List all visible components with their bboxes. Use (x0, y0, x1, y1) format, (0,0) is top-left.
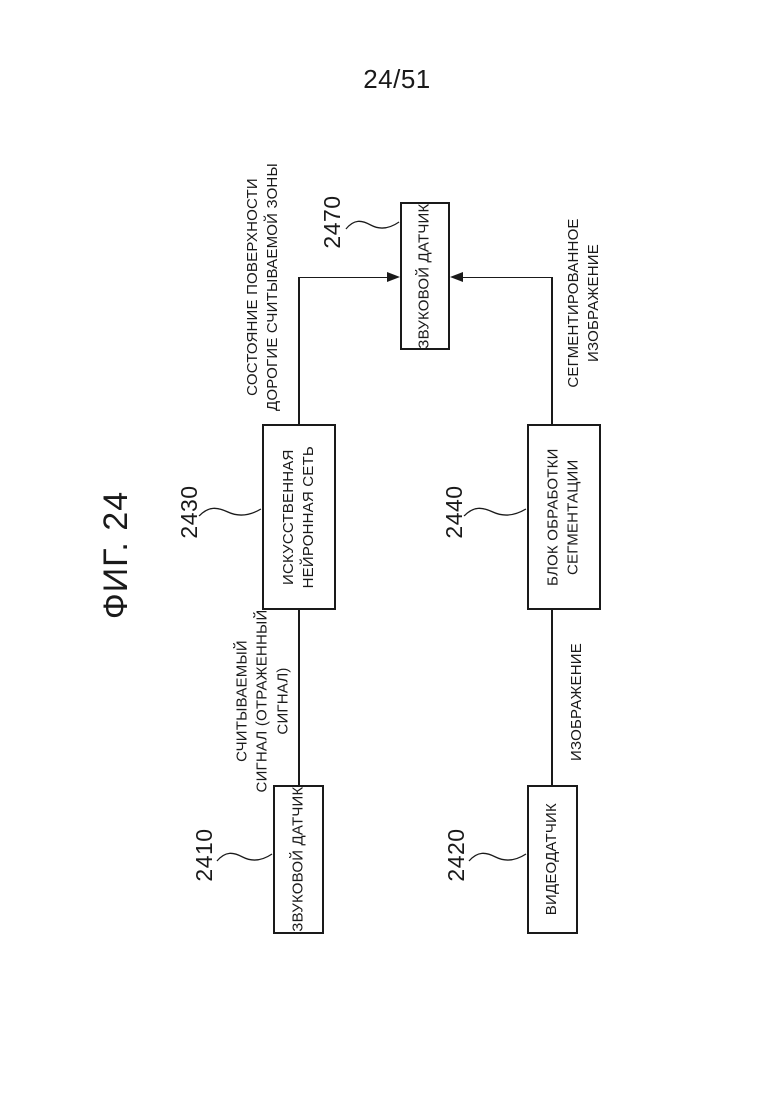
block-video-sensor-2420-label: ВИДЕОДАТЧИК (543, 803, 561, 916)
edge-label-read-signal: СЧИТЫВАЕМЫЙ СИГНАЛ (ОТРАЖЕННЫЙ СИГНАЛ) (233, 609, 292, 793)
block-segmentation-unit-2440: БЛОК ОБРАБОТКИ СЕГМЕНТАЦИИ (527, 424, 601, 610)
edge-label-segmented-image: СЕГМЕНТИРОВАННОЕ ИЗОБРАЖЕНИЕ (564, 218, 602, 388)
block-sound-sensor-2470: ЗВУКОВОЙ ДАТЧИК (400, 202, 450, 350)
leader-line-2420 (468, 852, 527, 862)
connector-2430-to-2470-vertical (298, 277, 300, 425)
edge-label-road-surface-state: СОСТОЯНИЕ ПОВЕРХНОСТИ ДОРОГИЕ СЧИТЫВАЕМО… (243, 163, 281, 411)
page-number: 24/51 (363, 64, 431, 94)
leader-line-2440 (463, 507, 527, 517)
figure-title: ФИГ. 24 (96, 490, 135, 620)
connector-2410-to-2430 (298, 609, 300, 786)
block-neural-network-2430-label: ИСКУССТВЕННАЯ НЕЙРОННАЯ СЕТЬ (279, 445, 317, 589)
arrowhead-into-2470-right-icon (450, 271, 463, 282)
block-sound-sensor-2470-label: ЗВУКОВОЙ ДАТЧИК (415, 203, 433, 349)
block-sound-sensor-2410: ЗВУКОВОЙ ДАТЧИК (273, 785, 324, 934)
ref-number-2470: 2470 (319, 195, 346, 249)
leader-line-2410 (216, 852, 273, 862)
connector-2430-to-2470-horizontal (298, 276, 388, 278)
connector-2420-to-2440 (551, 609, 553, 786)
block-segmentation-unit-2440-label: БЛОК ОБРАБОТКИ СЕГМЕНТАЦИИ (544, 448, 583, 586)
block-sound-sensor-2410-label: ЗВУКОВОЙ ДАТЧИК (289, 786, 307, 933)
leader-line-2430 (198, 507, 262, 517)
block-video-sensor-2420: ВИДЕОДАТЧИК (527, 785, 578, 934)
edge-label-image: ИЗОБРАЖЕНИЕ (567, 643, 585, 761)
block-neural-network-2430: ИСКУССТВЕННАЯ НЕЙРОННАЯ СЕТЬ (262, 424, 336, 610)
connector-2440-to-2470-vertical (551, 277, 553, 425)
arrowhead-into-2470-left-icon (387, 271, 400, 282)
connector-2440-to-2470-horizontal (462, 276, 552, 278)
leader-line-2470 (345, 220, 400, 230)
